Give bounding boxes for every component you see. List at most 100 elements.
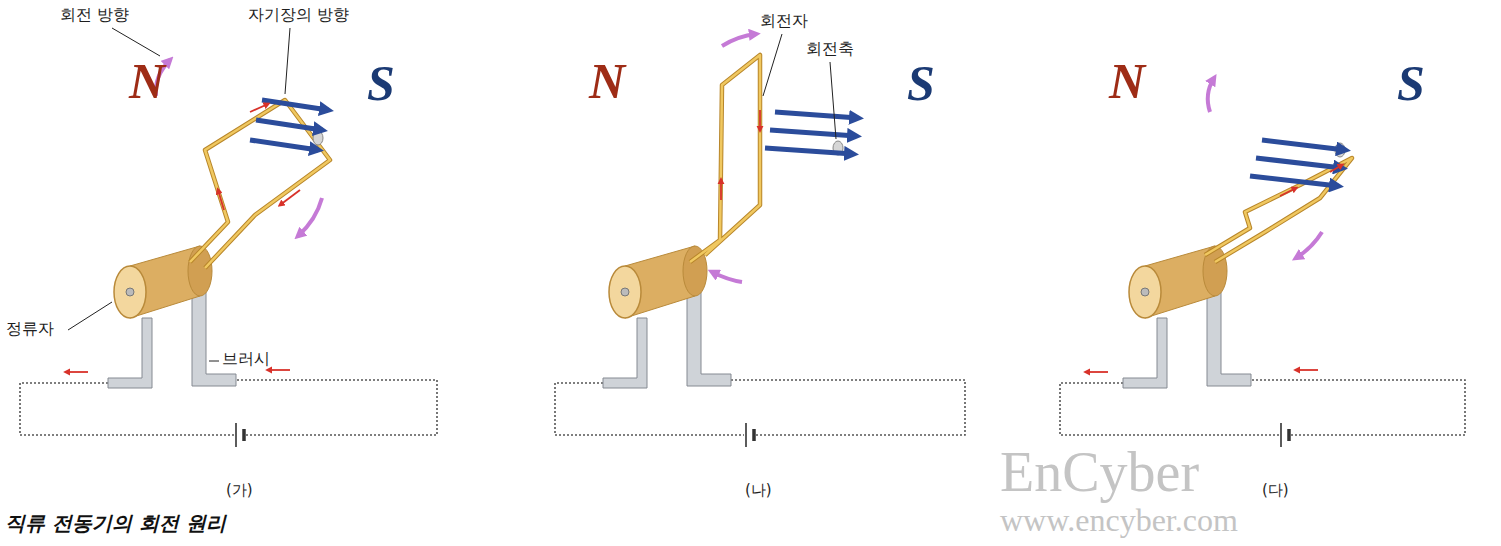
current-arrow <box>218 190 224 210</box>
magnet-face <box>433 32 450 247</box>
rotor-coil <box>690 55 760 262</box>
pole-letter: N <box>589 54 625 109</box>
commutator-axle <box>1141 288 1149 296</box>
magnet-face <box>1085 52 1203 245</box>
brush-symbol <box>603 318 647 388</box>
circuit-wire <box>731 380 965 435</box>
magnet-face <box>1463 32 1480 247</box>
current-arrow <box>1330 165 1342 172</box>
magnet-face <box>565 52 683 245</box>
panel-label: (나) <box>745 482 772 499</box>
magnet-outline <box>1085 30 1225 245</box>
leader-line <box>68 302 112 330</box>
field-arrow <box>262 100 328 110</box>
magnet-face <box>565 30 705 52</box>
battery-symbol <box>242 429 246 441</box>
part-label: 회전자 <box>760 12 808 30</box>
current-arrow <box>268 369 290 371</box>
brush-symbol <box>687 292 731 386</box>
field-arrow <box>256 120 322 130</box>
motor-panel <box>555 34 965 447</box>
commutator-axle <box>621 288 629 296</box>
rotation-arrow <box>722 34 756 46</box>
part-label: 회전 방향 <box>60 6 129 24</box>
brush-symbol <box>192 292 236 386</box>
part-label: 브러시 <box>222 350 270 368</box>
rotation-arrow <box>298 198 322 236</box>
rotor-coil <box>1205 158 1352 262</box>
commutator-face <box>609 266 641 318</box>
current-arrow <box>250 104 268 112</box>
magnet-face <box>664 30 705 245</box>
field-arrow <box>1256 158 1342 168</box>
pole-letter: N <box>129 54 165 109</box>
south-magnet: S <box>305 32 455 247</box>
current-arrow <box>759 110 761 130</box>
magnet-outline <box>105 30 245 245</box>
magnet-face <box>325 36 359 247</box>
brush-symbol <box>1123 318 1167 388</box>
part-label: 자기장의 방향 <box>248 6 349 24</box>
current-arrow <box>1086 371 1108 373</box>
leader-line <box>285 28 290 94</box>
north-magnet: N <box>565 30 705 245</box>
magnet-face <box>1355 32 1480 54</box>
watermark: EnCyber <box>1000 444 1199 500</box>
panel-label: (가) <box>226 482 253 499</box>
commutator-face <box>1129 266 1161 318</box>
north-magnet: N <box>1085 30 1225 245</box>
pole-letter: S <box>1397 56 1425 111</box>
rotor-shaft <box>313 131 323 145</box>
magnet-face <box>885 54 973 247</box>
commutator-axle <box>126 288 134 296</box>
rotation-arrow <box>1296 232 1322 258</box>
figure-caption: 직류 전동기의 회전 원리 <box>5 512 226 535</box>
magnet-face <box>1085 30 1225 52</box>
motor-panel <box>20 60 437 447</box>
magnet-face <box>325 32 450 54</box>
magnet-face <box>105 52 223 245</box>
magnet-face <box>105 30 245 52</box>
north-magnet: N <box>105 30 245 245</box>
south-magnet: S <box>845 32 995 247</box>
leader-line <box>830 62 836 139</box>
pole-letter: N <box>1109 54 1145 109</box>
field-arrow <box>765 148 853 154</box>
watermark: www.encyber.com <box>1000 504 1238 536</box>
battery-symbol <box>752 429 756 441</box>
current-arrow <box>1296 369 1318 371</box>
current-arrow <box>66 371 88 373</box>
rotor-coil <box>1205 158 1352 262</box>
panel-label: (다) <box>1262 482 1289 499</box>
circuit-wire <box>555 383 744 435</box>
magnet-face <box>865 36 899 247</box>
motor-panel <box>1060 78 1465 447</box>
rotor-coil <box>190 100 330 268</box>
pole-letter: S <box>367 56 395 111</box>
current-arrow <box>1280 188 1296 196</box>
battery-symbol <box>745 423 747 447</box>
magnet-outline <box>565 30 705 245</box>
leader-line <box>209 361 219 362</box>
rotation-arrow <box>1208 78 1214 112</box>
magnet-face <box>204 30 245 245</box>
magnet-face <box>1355 36 1389 247</box>
circuit-wire <box>1060 383 1279 435</box>
magnet-face <box>345 54 433 247</box>
battery-symbol <box>235 423 237 447</box>
south-magnet: S <box>1335 32 1485 247</box>
battery-symbol <box>1280 423 1282 447</box>
part-label: 회전축 <box>806 40 854 58</box>
commutator-face <box>114 266 146 318</box>
part-label: 정류자 <box>6 320 54 338</box>
current-arrow <box>280 190 300 205</box>
pole-letter: S <box>907 56 935 111</box>
field-arrow <box>250 140 318 150</box>
leader-line <box>112 28 160 56</box>
current-arrow <box>720 180 722 200</box>
field-arrow <box>1250 176 1338 186</box>
brush-symbol <box>1207 292 1251 386</box>
magnet-face <box>865 32 990 54</box>
